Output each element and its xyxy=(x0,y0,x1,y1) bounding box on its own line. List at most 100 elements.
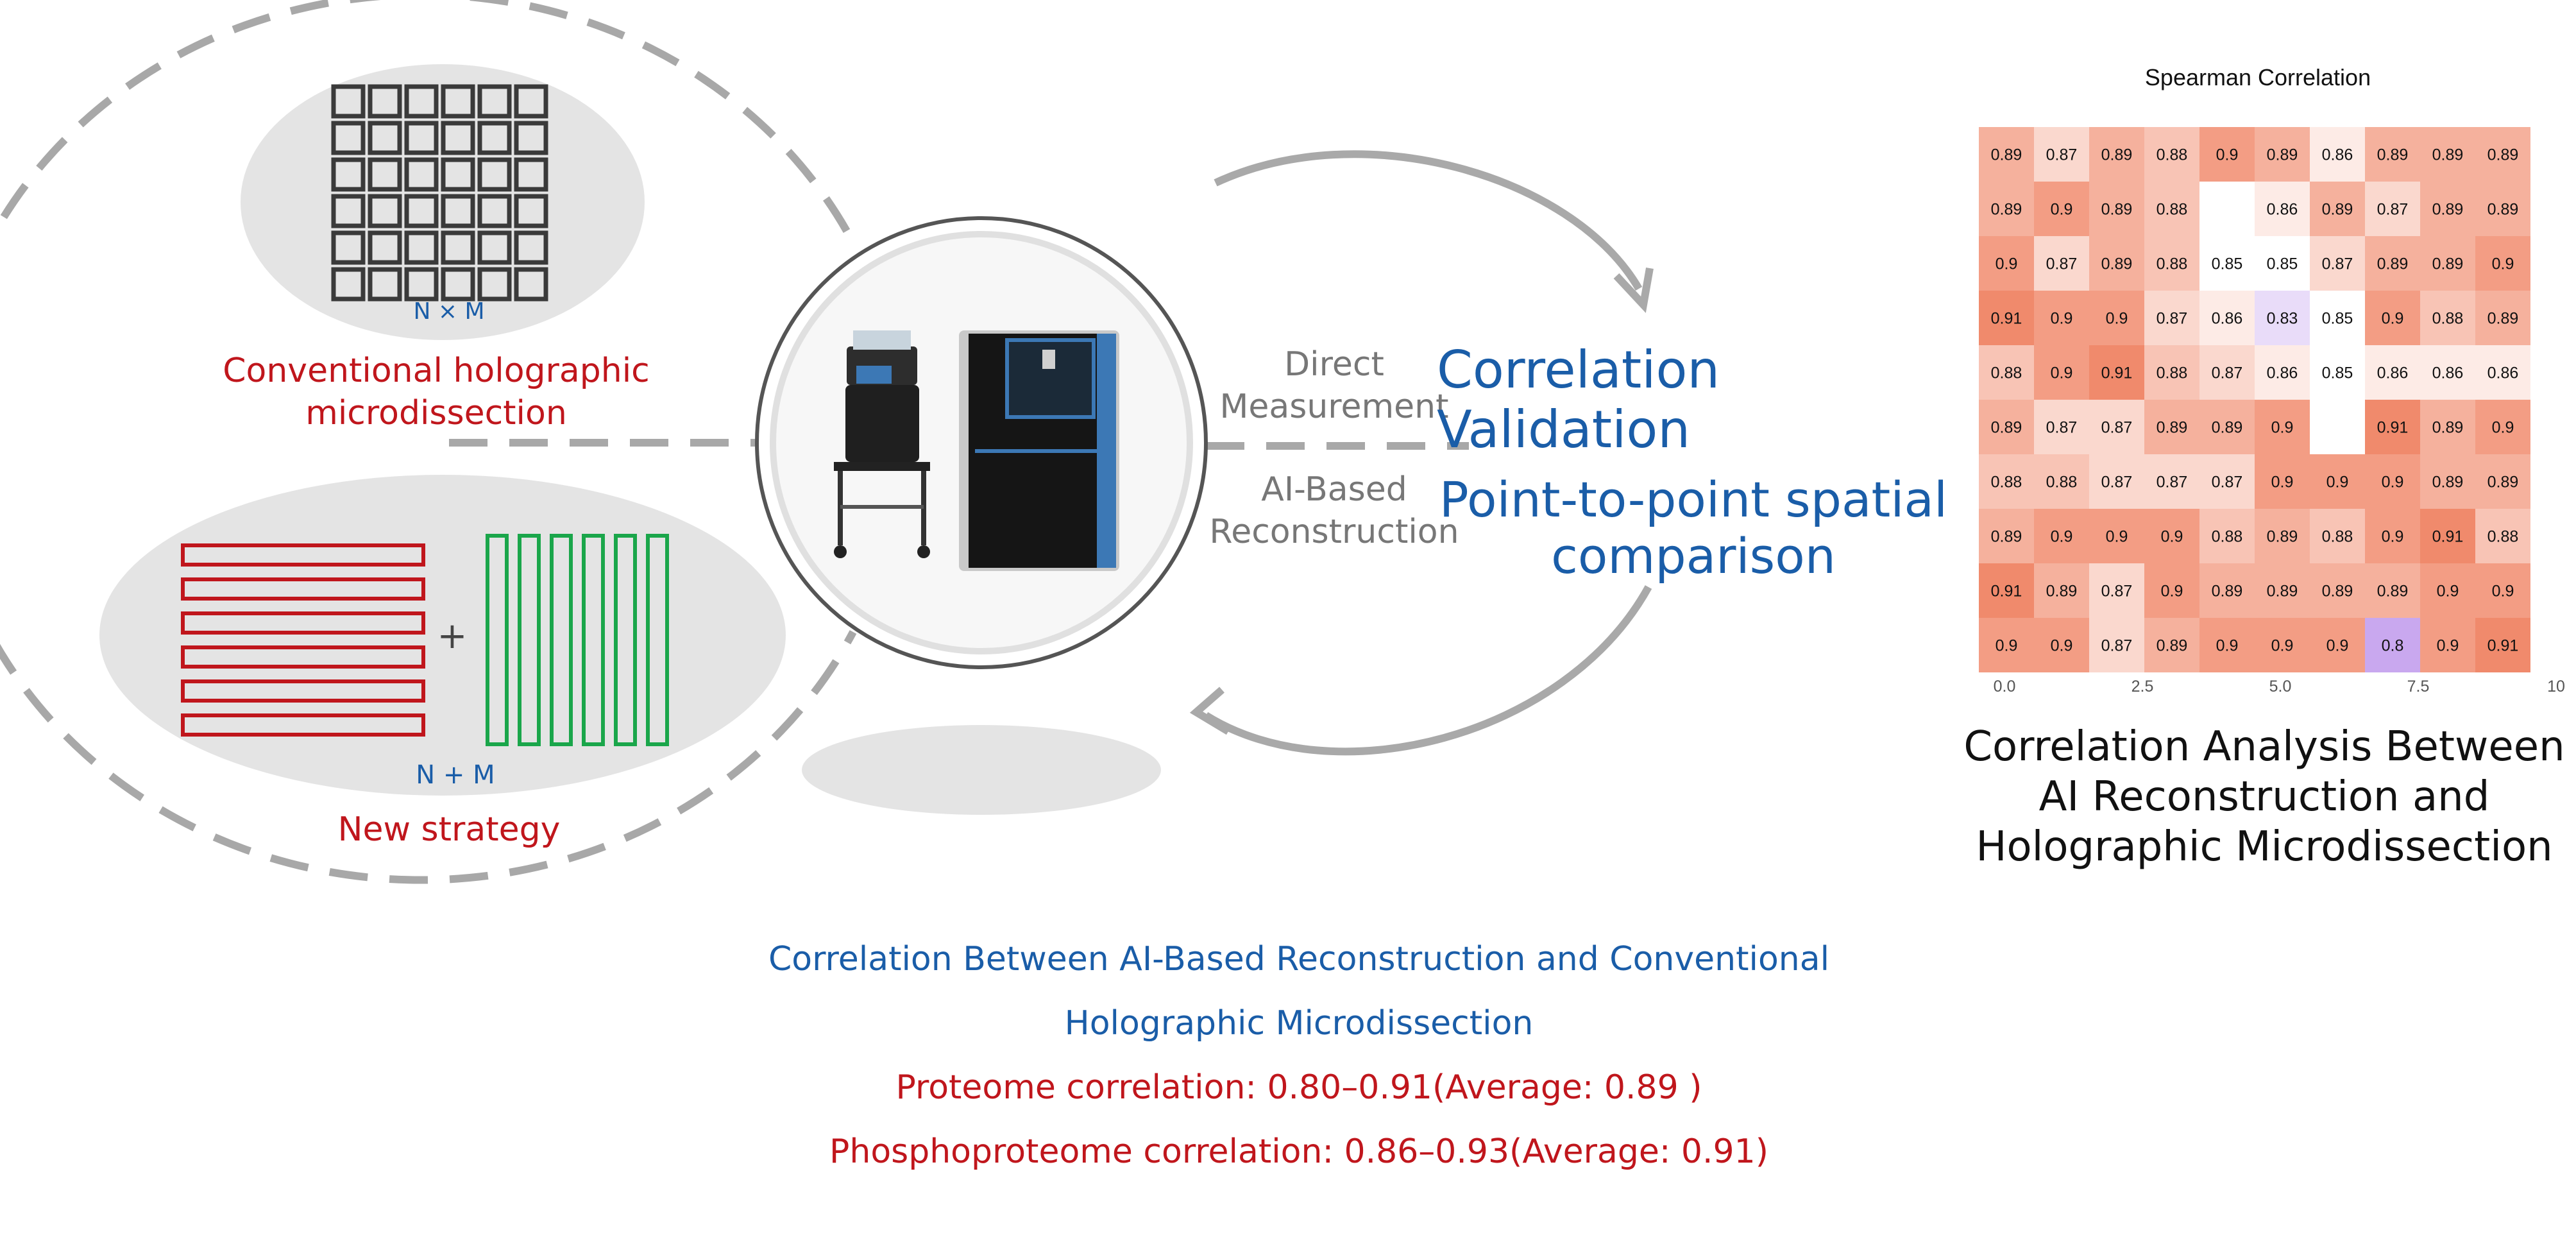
heatmap-cell xyxy=(2089,454,2144,509)
heatmap-cell xyxy=(2089,345,2144,400)
grid-cell xyxy=(404,267,439,302)
heatmap-cell xyxy=(2420,127,2475,182)
heatmap-x-tick: 10 xyxy=(2547,678,2565,696)
heatmap-value-label: 0.89 xyxy=(2432,474,2464,491)
heatmap-value-label: 0.89 xyxy=(2322,201,2353,219)
heatmap-value-label: 0.89 xyxy=(2157,637,2188,655)
heatmap-cell xyxy=(2365,291,2420,345)
grid-cell xyxy=(514,194,548,228)
heatmap-value-label: 0.9 xyxy=(2382,528,2404,546)
heatmap-value-label: 0.9 xyxy=(2051,310,2073,328)
heatmap-value-label: 0.89 xyxy=(2487,201,2519,219)
mass-spectrometer-icon xyxy=(834,330,1119,571)
heatmap-cell xyxy=(2144,182,2199,236)
heatmap-cell xyxy=(2310,182,2365,236)
heatmap-cell xyxy=(2475,291,2530,345)
heatmap-cell xyxy=(2034,127,2089,182)
heatmap-value-label: 0.9 xyxy=(2161,528,2183,546)
horizontal-strip xyxy=(181,611,425,635)
grid-cell xyxy=(477,157,512,192)
horizontal-strip xyxy=(181,713,425,737)
heatmap-cell xyxy=(2089,127,2144,182)
heatmap-value-label: 0.88 xyxy=(2487,528,2519,546)
heatmap-cell xyxy=(2255,291,2310,345)
heatmap-cell xyxy=(2034,291,2089,345)
heatmap-cell xyxy=(2144,618,2199,672)
grid-cell xyxy=(441,157,475,192)
heatmap-value-label: 0.89 xyxy=(2212,419,2243,437)
grid-cell xyxy=(441,194,475,228)
heatmap-cell xyxy=(2420,563,2475,618)
heatmap-value-label: 0.85 xyxy=(2322,364,2353,382)
arrow-top-icon xyxy=(1214,150,1654,313)
heatmap-value-label: 0.91 xyxy=(2487,637,2519,655)
heatmap-cell xyxy=(2365,182,2420,236)
heatmap-value-label: 0.89 xyxy=(2487,474,2519,491)
heatmap-value-label: 0.9 xyxy=(2106,528,2128,546)
direct-measurement-label: Direct Measurement xyxy=(1219,345,1449,426)
heatmap-cell xyxy=(2310,345,2365,400)
point-to-point-label: Point-to-point spatial comparison xyxy=(1439,471,1948,585)
heatmap-cell xyxy=(2255,182,2310,236)
heatmap-value-label: 0.87 xyxy=(2046,419,2078,437)
heatmap-cell xyxy=(2034,618,2089,672)
grid-cell xyxy=(441,84,475,119)
heatmap-value-label: 0.89 xyxy=(2432,255,2464,273)
heatmap-cell xyxy=(2475,509,2530,563)
heatmap-value-label: 0.9 xyxy=(2106,310,2128,328)
grid-cell xyxy=(404,230,439,265)
heatmap-value-label: 0.9 xyxy=(1996,637,2018,655)
heatmap-value-label: 0.9 xyxy=(2051,637,2073,655)
heatmap-cell xyxy=(2144,127,2199,182)
horizontal-strips-icon xyxy=(181,543,425,737)
heatmap-cell xyxy=(2144,400,2199,454)
heatmap-value-label: 0.89 xyxy=(2377,583,2409,601)
heatmap-cell xyxy=(2034,563,2089,618)
heatmap-value-label: 0.9 xyxy=(2271,637,2294,655)
heatmap-value-label: 0.91 xyxy=(2377,419,2409,437)
heatmap-value-label: 0.91 xyxy=(2101,364,2133,382)
heatmap-cell xyxy=(2144,291,2199,345)
heatmap-value-label: 0.87 xyxy=(2322,255,2353,273)
heatmap-cell xyxy=(2420,291,2475,345)
heatmap-value-label: 0.86 xyxy=(2487,364,2519,382)
heatmap-value-label: 0.88 xyxy=(2157,146,2188,164)
heatmap-cell xyxy=(2365,454,2420,509)
heatmap-value-label: 0.87 xyxy=(2101,583,2133,601)
heatmap-cell xyxy=(2420,182,2475,236)
heatmap-value-label: 0.89 xyxy=(2377,146,2409,164)
heatmap-value-label: 0.89 xyxy=(2487,146,2519,164)
heatmap-cell xyxy=(2199,182,2255,236)
heatmap-cell xyxy=(2199,400,2255,454)
heatmap-cell xyxy=(2310,509,2365,563)
instrument-shadow xyxy=(802,725,1161,815)
heatmap-value-label: 0.87 xyxy=(2101,474,2133,491)
plus-sign: + xyxy=(437,615,468,657)
heatmap-value-label: 0.9 xyxy=(2051,364,2073,382)
heatmap-cell xyxy=(1979,345,2034,400)
heatmap-x-tick: 2.5 xyxy=(2131,678,2154,696)
heatmap-cell xyxy=(2199,563,2255,618)
heatmap-cell xyxy=(1979,618,2034,672)
vertical-strip xyxy=(550,534,573,746)
heatmap-cell xyxy=(2089,236,2144,291)
heatmap-value-label: 0.9 xyxy=(2382,310,2404,328)
horizontal-strip xyxy=(181,543,425,567)
heatmap-cell xyxy=(2089,291,2144,345)
heatmap-value-label: 0.9 xyxy=(2382,474,2404,491)
summary-block: Correlation Between AI-Based Reconstruct… xyxy=(609,927,1988,1184)
heatmap-value-label: 0.89 xyxy=(2101,255,2133,273)
grid-cell xyxy=(368,157,402,192)
heatmap-cell xyxy=(2089,563,2144,618)
heatmap-cell xyxy=(1979,509,2034,563)
heatmap-caption: Correlation Analysis Between AI Reconstr… xyxy=(1963,723,2565,871)
correlation-validation-title: Correlation Validation xyxy=(1437,340,1720,459)
heatmap-value-label: 0.89 xyxy=(2322,583,2353,601)
grid-cell xyxy=(404,157,439,192)
heatmap-value-label: 0.9 xyxy=(2051,201,2073,219)
heatmap-value-label: 0.89 xyxy=(2432,419,2464,437)
heatmap-cell xyxy=(2255,509,2310,563)
heatmap-value-label: 0.9 xyxy=(2216,146,2239,164)
heatmap-cell xyxy=(2089,509,2144,563)
vertical-strip xyxy=(486,534,509,746)
